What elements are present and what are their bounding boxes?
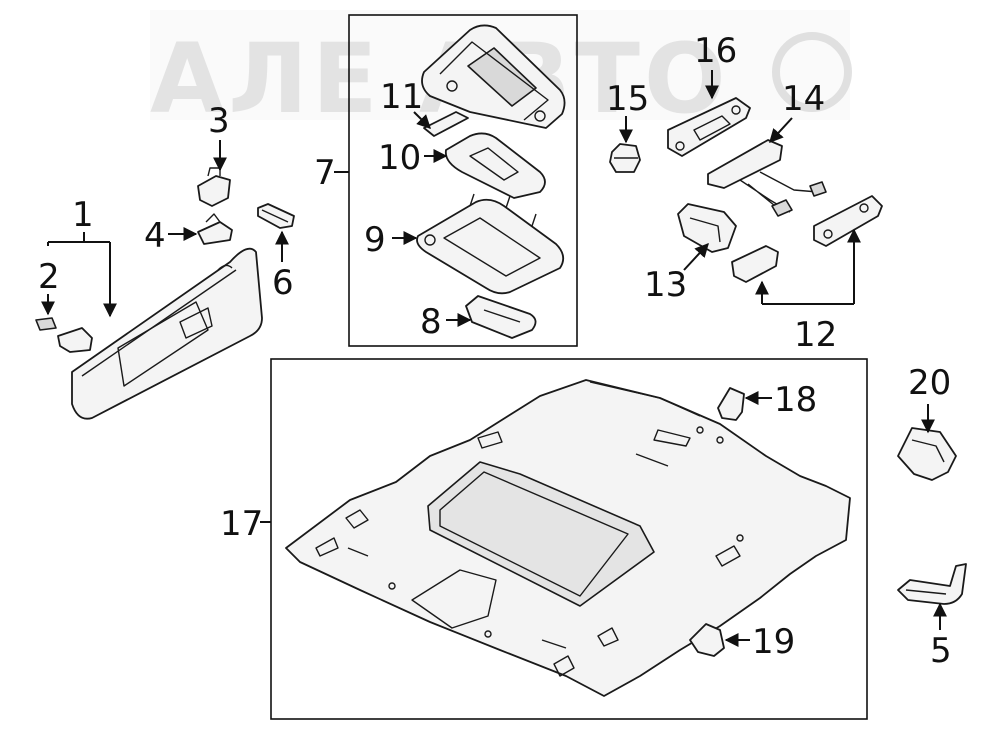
callout-15: 15 bbox=[606, 79, 649, 144]
connector-15 bbox=[609, 143, 641, 173]
module-14 bbox=[707, 139, 827, 217]
lamp-12a bbox=[731, 245, 779, 283]
console-switch bbox=[465, 295, 537, 339]
callout-label-13: 13 bbox=[644, 265, 687, 305]
overhead-console-housing bbox=[421, 24, 566, 129]
lamp-16 bbox=[667, 97, 751, 157]
callout-label-6: 6 bbox=[272, 263, 294, 303]
callout-8: 8 bbox=[420, 302, 472, 342]
visor-clip bbox=[35, 317, 93, 353]
headliner bbox=[285, 379, 851, 697]
callout-label-20: 20 bbox=[908, 363, 951, 403]
callout-6: 6 bbox=[272, 230, 294, 303]
callout-18: 18 bbox=[744, 380, 817, 420]
callout-label-1: 1 bbox=[72, 195, 94, 235]
callout-4: 4 bbox=[144, 216, 198, 256]
console-bracket bbox=[416, 193, 565, 295]
callout-label-19: 19 bbox=[752, 622, 795, 662]
callout-17: 17 bbox=[220, 504, 271, 544]
grab-handle bbox=[897, 563, 967, 605]
callout-7: 7 bbox=[314, 153, 349, 193]
callout-label-11: 11 bbox=[380, 77, 423, 117]
callout-label-12: 12 bbox=[794, 315, 837, 355]
visor-holder-upper bbox=[197, 167, 231, 207]
callout-label-18: 18 bbox=[774, 380, 817, 420]
visor-holder-lower bbox=[197, 213, 233, 245]
callout-label-3: 3 bbox=[208, 101, 230, 141]
callout-label-9: 9 bbox=[364, 220, 386, 260]
sun-visor bbox=[71, 247, 263, 420]
lamp-housing-13 bbox=[677, 203, 737, 253]
callout-2: 2 bbox=[38, 257, 60, 316]
trim-clip bbox=[257, 203, 295, 229]
callout-14: 14 bbox=[769, 79, 825, 144]
clip-19 bbox=[689, 623, 725, 657]
callout-label-14: 14 bbox=[782, 79, 825, 119]
callout-label-4: 4 bbox=[144, 216, 166, 256]
clip-18 bbox=[717, 387, 745, 421]
callout-5: 5 bbox=[930, 602, 952, 671]
callout-16: 16 bbox=[694, 31, 737, 100]
callout-label-7: 7 bbox=[314, 153, 336, 193]
callout-label-8: 8 bbox=[420, 302, 442, 342]
headliner-group-box bbox=[270, 358, 868, 720]
lamp-12b bbox=[813, 195, 883, 247]
callout-20: 20 bbox=[908, 363, 951, 434]
callout-9: 9 bbox=[364, 220, 418, 260]
callout-label-15: 15 bbox=[606, 79, 649, 119]
callout-19: 19 bbox=[724, 622, 795, 662]
callout-12: 12 bbox=[755, 228, 861, 355]
callout-label-10: 10 bbox=[378, 138, 421, 178]
callout-label-5: 5 bbox=[930, 631, 952, 671]
console-lens bbox=[423, 111, 469, 137]
bracket-20 bbox=[897, 427, 957, 481]
console-group-box bbox=[348, 14, 578, 347]
callout-13: 13 bbox=[644, 242, 709, 305]
callout-3: 3 bbox=[208, 101, 230, 172]
console-cover bbox=[444, 132, 546, 199]
callout-10: 10 bbox=[378, 138, 448, 178]
callout-label-16: 16 bbox=[694, 31, 737, 71]
callout-label-2: 2 bbox=[38, 257, 60, 297]
callout-label-17: 17 bbox=[220, 504, 263, 544]
callout-11: 11 bbox=[380, 77, 431, 129]
callout-1: 1 bbox=[47, 195, 110, 316]
